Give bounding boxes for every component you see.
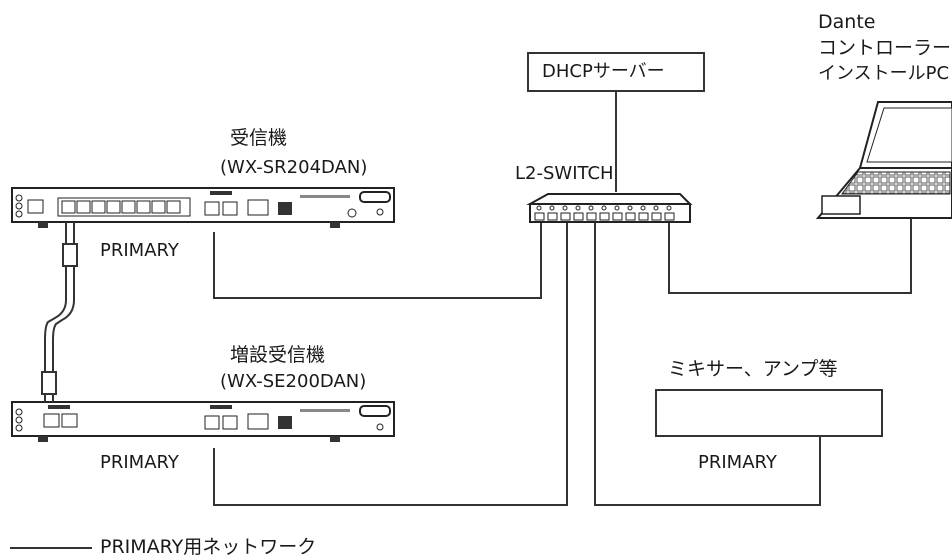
dhcp-server-label: DHCPサーバー [542,61,665,82]
laptop-icon [815,101,952,219]
pc-label-line2: コントローラー [818,37,952,59]
dhcp-server-box [527,52,705,92]
mixer-box [655,389,883,437]
receiver-name: 受信機 [230,127,288,149]
cable-receiver-to-switch [213,222,542,299]
receiver-primary-label: PRIMARY [100,240,179,261]
pc-label-line3: インストールPC [818,63,950,84]
primary-network-lines [213,92,912,506]
receiver-unit [11,187,395,228]
cable-mixer-to-switch [594,222,821,506]
extension-unit [11,401,395,442]
l2-switch-label: L2-SWITCH [515,163,614,184]
mixer-primary-label: PRIMARY [698,452,777,473]
link-cable [41,222,78,402]
receiver-model: (WX-SR204DAN) [220,157,368,178]
l2-switch-unit [526,193,693,223]
extension-model: (WX-SE200DAN) [220,371,367,392]
legend-text: PRIMARY用ネットワーク [100,536,317,558]
cable-pc-to-switch [668,205,912,294]
mixer-label: ミキサー、アンプ等 [668,358,838,380]
extension-primary-label: PRIMARY [100,452,179,473]
pc-label-line1: Dante [818,11,876,33]
cable-extension-to-switch [213,222,568,506]
extension-name: 増設受信機 [230,344,326,366]
